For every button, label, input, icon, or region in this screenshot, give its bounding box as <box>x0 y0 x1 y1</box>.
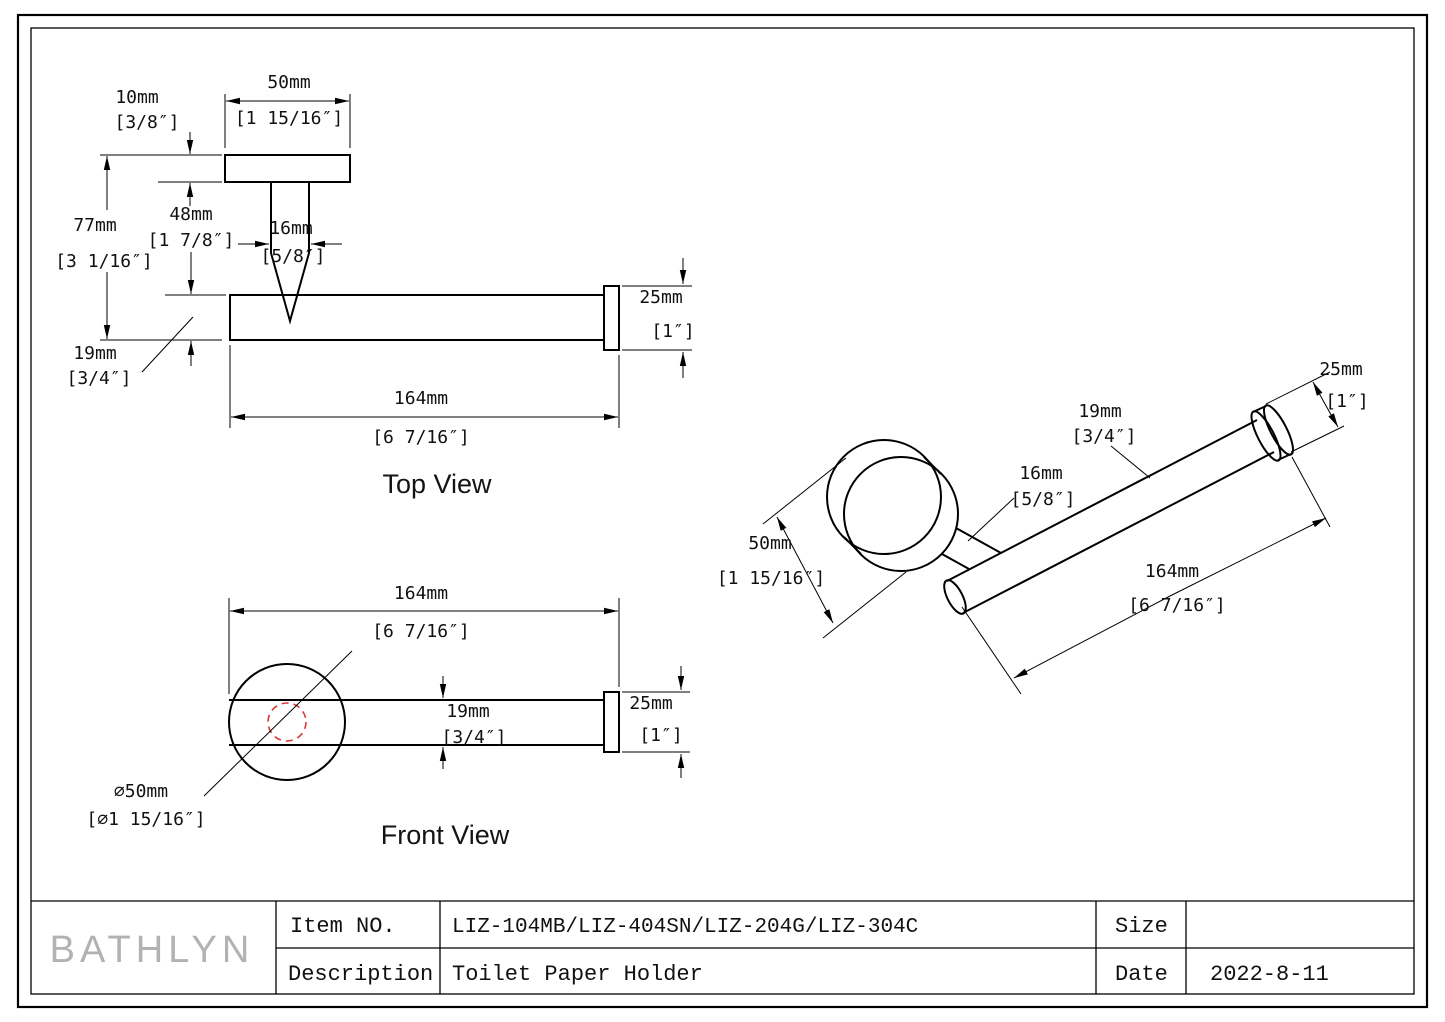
dim-line <box>804 569 834 624</box>
wall-flange-front <box>228 663 346 781</box>
iso-dim-164-inch: [6 7/16″] <box>1128 595 1226 616</box>
iso-view-object <box>826 404 1294 615</box>
front-dim-164-inch: [6 7/16″] <box>372 621 470 642</box>
bar-free-end-iso <box>943 579 967 615</box>
inner-border <box>30 27 1415 995</box>
front-dim-25-inch: [1″] <box>639 725 682 746</box>
top-dim-19-inch: [3/4″] <box>66 368 131 389</box>
top-dim-77-label: 77mm <box>73 215 116 236</box>
dim-line <box>1013 595 1171 679</box>
flange-rim-lines <box>843 456 942 555</box>
date-value: 2022-8-11 <box>1210 962 1329 987</box>
top-dim-164-label: 164mm <box>394 388 448 409</box>
top-view-title: Top View <box>382 469 492 499</box>
end-cap-top <box>603 285 620 351</box>
front-dim-dia50-label: ⌀50mm <box>114 781 168 802</box>
dim-line <box>1169 517 1327 597</box>
size-label: Size <box>1115 914 1168 939</box>
dim-line <box>776 516 806 571</box>
title-block-grid <box>31 900 1414 994</box>
item-no-label: Item NO. <box>290 914 396 939</box>
top-view-object <box>224 154 620 351</box>
description-label: Description <box>288 962 433 987</box>
top-view-extension-lines <box>100 94 692 428</box>
iso-dim-19-label: 19mm <box>1078 401 1121 422</box>
top-dim-50-label: 50mm <box>267 72 310 93</box>
iso-view-dimension-lines <box>776 381 1339 679</box>
description-value: Toilet Paper Holder <box>452 962 703 987</box>
end-cap-front <box>603 691 620 753</box>
iso-dim-16-inch: [5/8″] <box>1010 489 1075 510</box>
dim-line <box>1324 403 1339 428</box>
top-dim-10-inch: [3/8″] <box>114 112 179 133</box>
hidden-screw-circle <box>267 702 307 742</box>
top-dim-48-inch: [1 7/8″] <box>148 230 235 251</box>
top-dim-164-inch: [6 7/16″] <box>372 427 470 448</box>
top-dim-16-label: 16mm <box>269 218 312 239</box>
top-dim-25-inch: [1″] <box>651 321 694 342</box>
post-top <box>270 182 310 325</box>
roll-bar-front <box>229 699 604 746</box>
top-dim-16-inch: [5/8″] <box>260 246 325 267</box>
wall-flange-iso-front <box>843 456 959 572</box>
front-dim-19-label: 19mm <box>446 701 489 722</box>
roll-bar-iso <box>946 419 1275 614</box>
iso-dim-50-label: 50mm <box>748 533 791 554</box>
front-view-dimension-lines <box>230 607 685 778</box>
item-no-value: LIZ-104MB/LIZ-404SN/LIZ-204G/LIZ-304C <box>452 916 918 939</box>
top-dim-48-label: 48mm <box>169 204 212 225</box>
front-dim-dia50-inch: [⌀1 15/16″] <box>86 809 205 830</box>
top-dim-25-label: 25mm <box>639 287 682 308</box>
iso-dim-25-label: 25mm <box>1319 359 1362 380</box>
roll-bar-top <box>229 294 604 341</box>
dim-line <box>1312 381 1326 405</box>
top-dim-19-label: 19mm <box>73 343 116 364</box>
top-dim-10-label: 10mm <box>115 87 158 108</box>
iso-dim-50-inch: [1 15/16″] <box>717 568 825 589</box>
post-iso <box>941 527 1002 570</box>
outer-border <box>16 13 1429 1009</box>
wall-flange-iso-back <box>826 439 942 555</box>
front-view-object <box>228 663 620 781</box>
top-view-dimension-lines <box>103 97 687 421</box>
front-view-title: Front View <box>381 820 510 850</box>
iso-dim-25-inch: [1″] <box>1325 391 1368 412</box>
top-dim-50-inch: [1 15/16″] <box>235 108 343 129</box>
iso-dim-19-inch: [3/4″] <box>1071 426 1136 447</box>
front-view: 164mm [6 7/16″] 19mm [3/4″] 25mm [1″] ⌀5… <box>86 583 690 850</box>
iso-dim-16-label: 16mm <box>1019 463 1062 484</box>
end-cap-iso-rim <box>1252 405 1292 461</box>
top-view: 50mm [1 15/16″] 10mm [3/8″] 77mm [3 1/16… <box>55 72 694 499</box>
iso-view-extension-lines <box>762 371 1345 695</box>
front-view-extension-lines <box>203 598 690 797</box>
sheet-border <box>16 13 1429 1009</box>
iso-dim-164-label: 164mm <box>1145 561 1199 582</box>
company-logo: BATHLYN <box>50 929 255 971</box>
top-dim-77-inch: [3 1/16″] <box>55 251 153 272</box>
front-dim-164-label: 164mm <box>394 583 448 604</box>
front-dim-25-label: 25mm <box>629 693 672 714</box>
front-dim-19-inch: [3/4″] <box>441 727 506 748</box>
title-block: BATHLYN Item NO. LIZ-104MB/LIZ-404SN/LIZ… <box>31 900 1414 994</box>
wall-plate-top <box>224 154 351 183</box>
isometric-view: 50mm [1 15/16″] 16mm [5/8″] 19mm [3/4″] … <box>717 359 1369 695</box>
date-label: Date <box>1115 962 1168 987</box>
